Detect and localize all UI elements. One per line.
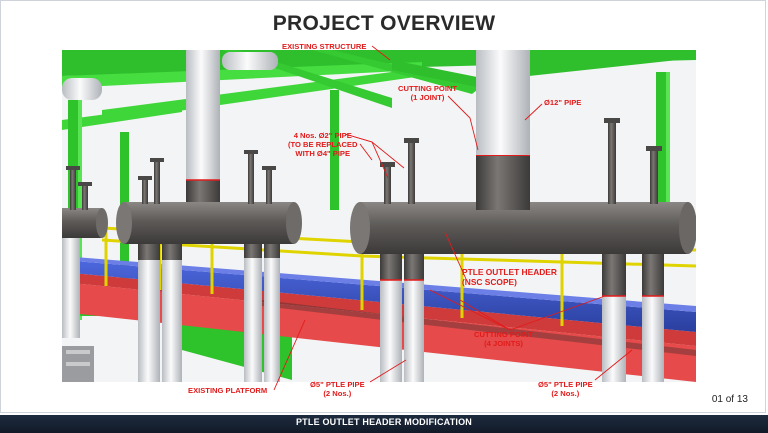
label-ptle-outlet-header: PTLE OUTLET HEADER (NSC SCOPE) (462, 267, 557, 287)
label-header-line2: (NSC SCOPE) (462, 277, 517, 287)
label-cutting-point-4-line1: CUTTING POINT (474, 330, 534, 339)
label-ptle-pipe-right: Ø5" PTLE PIPE (2 Nos.) (538, 380, 593, 398)
label-2-inch-pipes-line1: 4 Nos. Ø2" PIPE (293, 131, 352, 140)
label-2-inch-pipes-line3: WITH Ø4" PIPE (295, 149, 351, 158)
label-cutting-point-4-line2: (4 JOINTS) (484, 339, 523, 348)
label-ptle-pipe-right-line2: (2 Nos.) (551, 389, 580, 398)
slide-border (0, 0, 766, 413)
label-2-inch-pipes-line2: (TO BE REPLACED (288, 140, 358, 149)
piping-model-illustration (62, 50, 696, 382)
label-12-inch-pipe: Ø12" PIPE (544, 98, 582, 107)
label-cutting-point-4: CUTTING POINT (4 JOINTS) (474, 330, 533, 348)
slide-title: PROJECT OVERVIEW (272, 12, 496, 35)
label-cutting-point-1: CUTTING POINT (1 JOINT) (398, 84, 457, 102)
slide: PROJECT OVERVIEW (0, 0, 768, 415)
ptle-outlet-header-left (62, 150, 302, 382)
label-ptle-pipe-right-line1: Ø5" PTLE PIPE (538, 380, 593, 389)
footer-bar: PTLE OUTLET HEADER MODIFICATION (0, 415, 768, 433)
label-existing-structure: EXISTING STRUCTURE (282, 42, 367, 51)
label-header-line1: PTLE OUTLET HEADER (462, 267, 557, 277)
label-ptle-pipe-left: Ø5" PTLE PIPE (2 Nos.) (310, 380, 365, 398)
label-existing-platform: EXISTING PLATFORM (188, 386, 268, 395)
label-ptle-pipe-left-line1: Ø5" PTLE PIPE (310, 380, 365, 389)
label-2-inch-pipes: 4 Nos. Ø2" PIPE (TO BE REPLACED WITH Ø4"… (288, 131, 357, 158)
footer-title: PTLE OUTLET HEADER MODIFICATION (295, 417, 473, 427)
label-cutting-point-1-line1: CUTTING POINT (398, 84, 458, 93)
page-indicator: 01 of 13 (711, 394, 748, 405)
label-cutting-point-1-line2: (1 JOINT) (410, 93, 445, 102)
label-ptle-pipe-left-line2: (2 Nos.) (323, 389, 352, 398)
3d-render-view (62, 50, 696, 382)
